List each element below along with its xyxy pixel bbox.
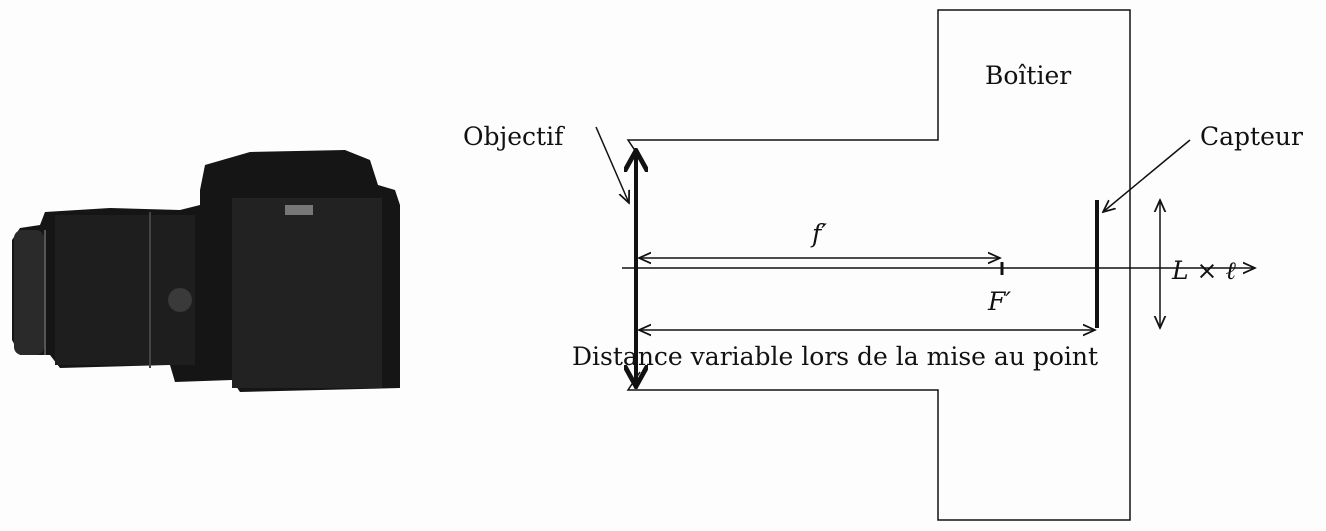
sensor-pointer-arrow: [1103, 139, 1191, 212]
housing-label: Boîtier: [985, 61, 1071, 90]
distance-label: Distance variable lors de la mise au poi…: [572, 342, 1098, 371]
sensor-label: Capteur: [1200, 122, 1303, 151]
lens-pointer-arrow: [595, 126, 629, 203]
camera-photo: [12, 150, 400, 392]
sensor-size-label: L × ℓ: [1171, 256, 1236, 285]
focal-point-label: F′: [987, 287, 1011, 316]
focal-length-label: f′: [810, 219, 827, 248]
housing-outline: [626, 9, 1131, 521]
lens-label: Objectif: [463, 122, 565, 151]
